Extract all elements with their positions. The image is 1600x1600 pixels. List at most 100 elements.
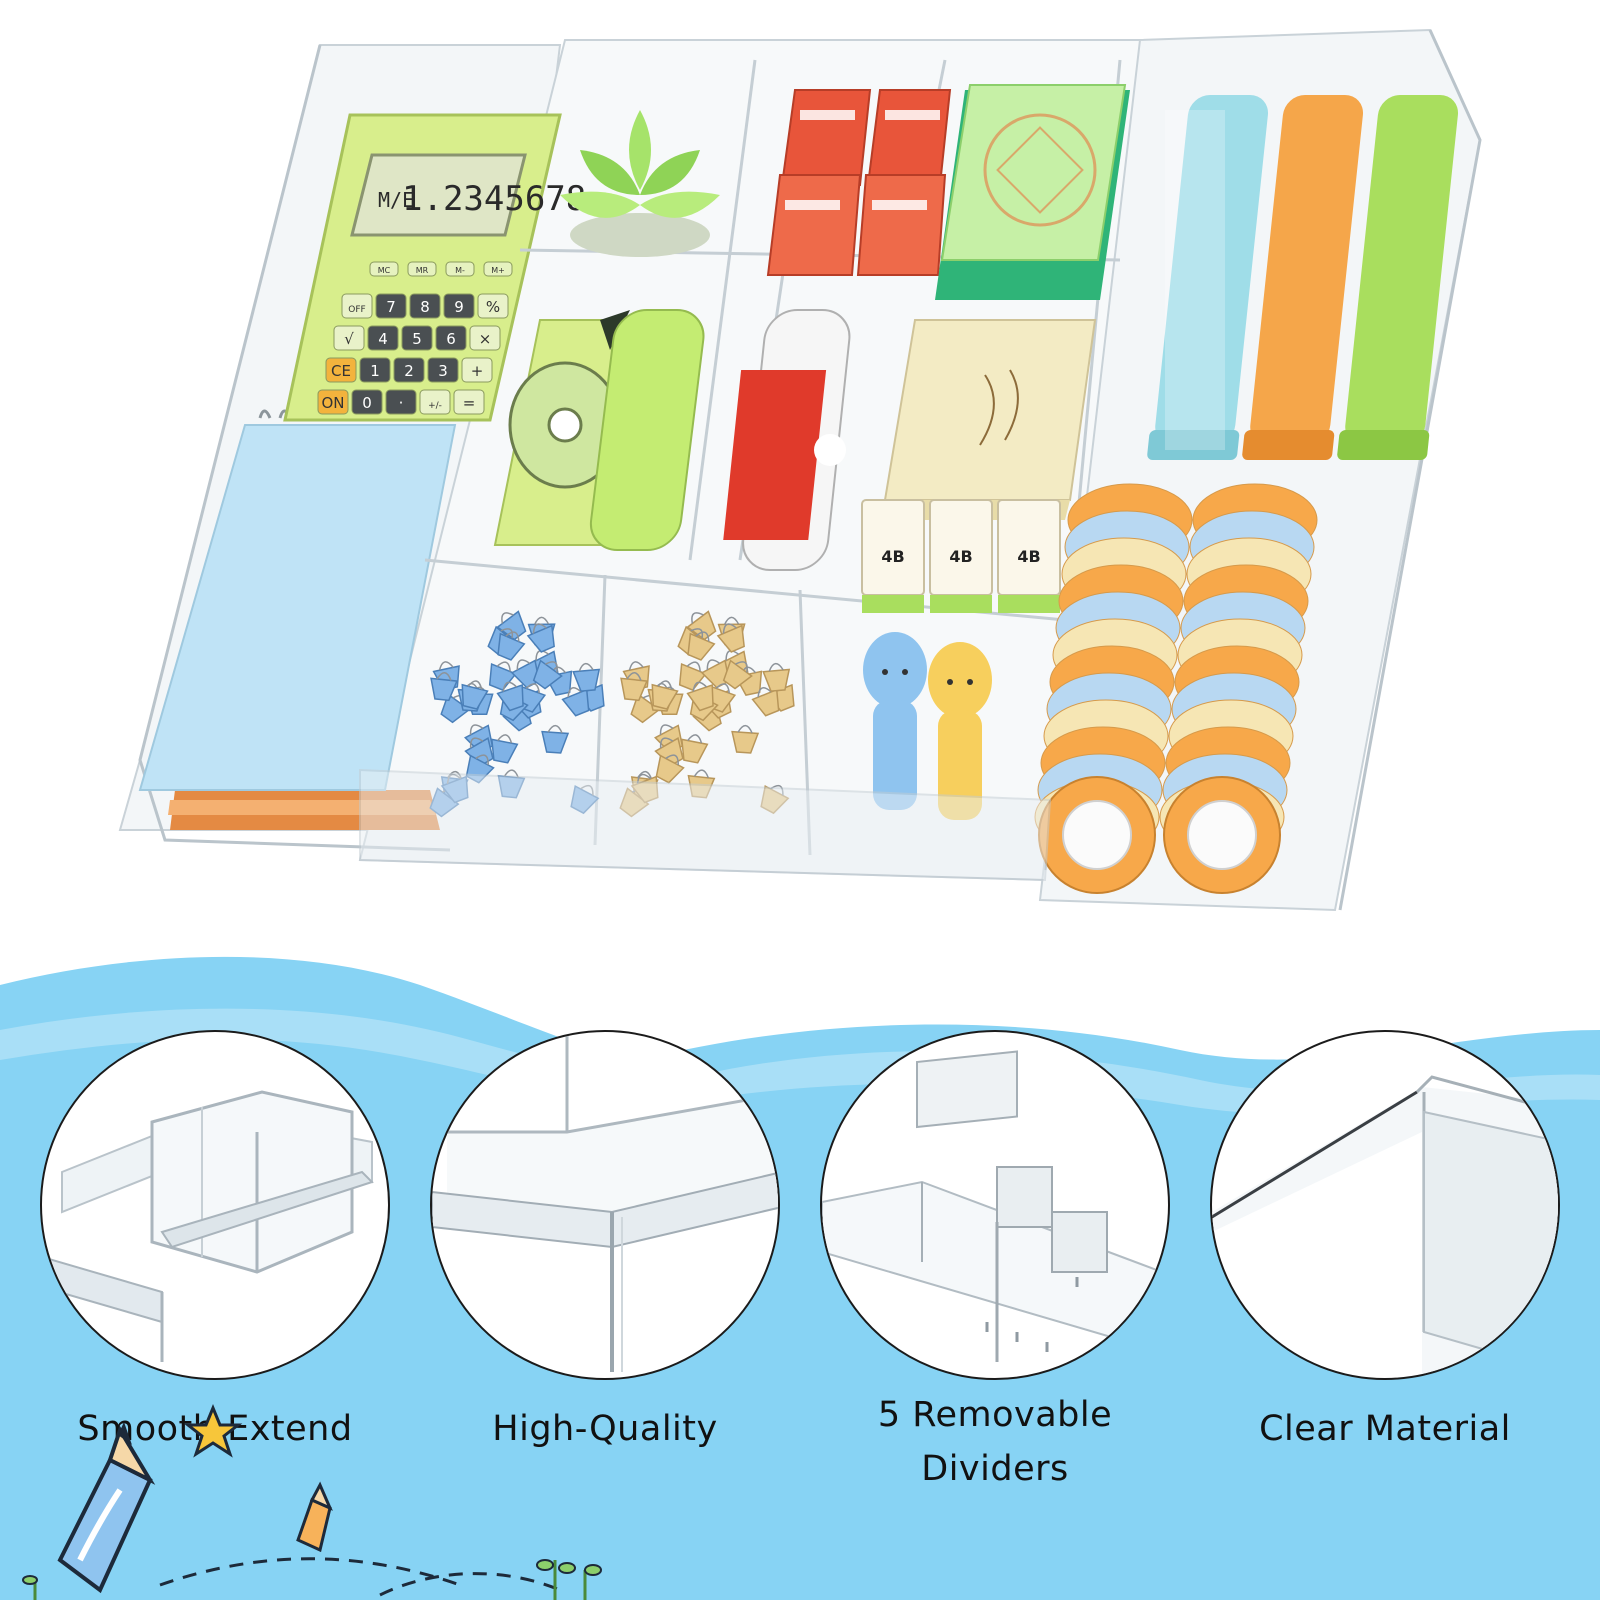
staples-boxes [766,89,952,276]
binder-clip [686,681,714,712]
calculator-key: +/- [419,389,451,415]
calculator-key-label: 5 [412,330,422,348]
calculator-key: 5 [401,325,433,351]
binder-clip [722,659,753,690]
calculator-key-label: 3 [438,362,448,380]
plant-sprout-icon [22,1559,602,1600]
binder-clips-gold [619,610,795,818]
binder-clip [680,734,709,764]
binder-clip [526,623,555,653]
calculator-key: MC [369,261,399,277]
calculator-key-label: × [479,330,492,348]
highlighters [1147,95,1459,460]
binder-clip [762,662,791,692]
succulent-plant [560,110,720,257]
calculator-key: 2 [393,357,425,383]
calculator-key: 7 [375,293,407,319]
eraser-label: 4B [881,547,904,566]
sticky-note-stack-green [935,84,1130,300]
calculator-key: · [385,389,417,415]
calculator-key: × [469,325,501,351]
calculator-key-label: 9 [454,298,464,316]
calculator-key-label: √ [344,330,354,348]
calculator-key-label: + [471,362,484,380]
calculator-key-label: 8 [420,298,430,316]
feature-label-clear-material: Clear Material [1259,1409,1511,1449]
calculator-key-label: 7 [386,298,396,316]
glue-stick-red [723,309,851,571]
tape-roll-core [1062,800,1132,870]
binder-clip [490,734,519,764]
pencil-icon [57,1422,156,1594]
feature-removable-dividers: 5 Removable Dividers [820,1030,1170,1496]
calculator-key: CE [325,357,357,383]
calculator-key-label: M+ [491,266,505,275]
calculator-key: √ [333,325,365,351]
eraser: 4B [997,499,1061,613]
binder-clip [716,623,745,653]
calculator-display: 1.2345678 [402,179,586,219]
feature-label-removable-dividers: 5 Removable Dividers [877,1395,1113,1489]
binder-clip [496,610,527,641]
feature-image-removable-dividers [820,1030,1170,1380]
calculator-key: 6 [435,325,467,351]
binder-clip [430,672,458,702]
binder-clip [561,687,590,717]
eraser-label: 4B [949,547,972,566]
calculator-key-label: 1 [370,362,380,380]
calculator-key-label: · [399,394,404,412]
calculator-key-label: 2 [404,362,414,380]
calculator-key-label: M- [455,266,465,275]
calculator-key: 1 [359,357,391,383]
binder-clip [620,672,648,702]
feature-label-high-quality: High-Quality [492,1409,718,1449]
binder-clip [572,662,601,692]
calculator-key: ON [317,389,349,415]
calculator-key: 9 [443,293,475,319]
calculator-key-label: % [486,298,500,316]
feature-image-high-quality [430,1030,780,1380]
washi-tape-rolls [1034,483,1318,894]
calculator-key-label: = [463,394,476,412]
calculator-key-label: MC [378,266,391,275]
decorations [22,1404,602,1600]
feature-smooth-extend: Smooth Extend [40,1030,390,1456]
calculator-key-label: OFF [348,305,365,315]
tape-roll-core [1187,800,1257,870]
calculator-mode: M/E [378,188,414,212]
binder-clip [686,610,717,641]
calculator-key: M+ [483,261,513,277]
glue-stick-green [589,309,705,551]
binder-clip [651,680,679,710]
feature-image-clear-material [1210,1030,1560,1380]
small-pencil-icon [296,1481,333,1553]
feature-image-smooth-extend [40,1030,390,1380]
binder-clip [496,681,524,712]
eraser: 4B [929,499,993,613]
calculator-key: OFF [341,293,373,319]
calculator-key-label: 4 [378,330,388,348]
calculator-key: + [461,357,493,383]
binder-clip [687,631,716,661]
eraser: 4B [861,499,925,613]
calculator-key: 4 [367,325,399,351]
binder-clip [497,631,526,661]
star-icon [183,1404,243,1458]
calculator-key-label: 6 [446,330,456,348]
character-pens [863,632,992,820]
binder-clip [461,680,489,710]
binder-clip [541,724,570,754]
calculator-key: 3 [427,357,459,383]
calculator-key-label: CE [331,362,351,380]
binder-clip [532,659,563,690]
feature-clear-material: Clear Material [1210,1030,1560,1456]
calculator-key-label: 0 [362,394,372,412]
calculator-key-label: +/- [428,401,442,411]
calculator-key-label: ON [321,394,344,412]
feature-high-quality: High-Quality [430,1030,780,1456]
calculator-key: 8 [409,293,441,319]
